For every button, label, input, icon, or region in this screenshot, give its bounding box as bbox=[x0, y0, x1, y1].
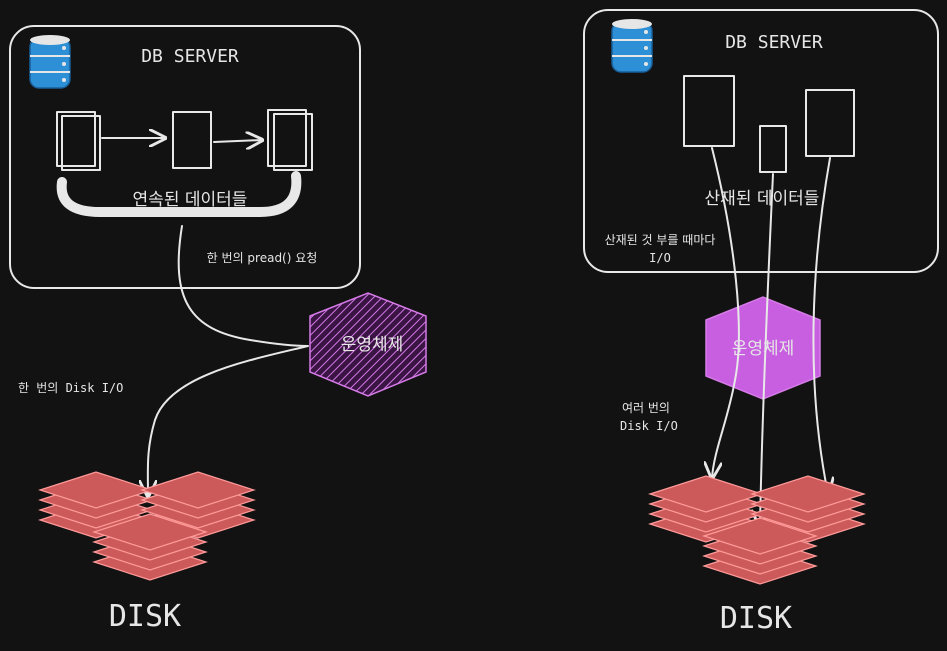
right-request-label-line2: I/O bbox=[649, 251, 671, 265]
left-request-label: 한 번의 pread() 요청 bbox=[207, 251, 318, 265]
left-request-path bbox=[148, 225, 309, 496]
left-disk-icon bbox=[38, 471, 256, 581]
right-io-arrow-3 bbox=[812, 157, 830, 494]
left-data-block-2 bbox=[172, 111, 212, 169]
left-data-block-3 bbox=[267, 109, 313, 171]
right-io-arrow-2 bbox=[760, 173, 774, 526]
left-arrow-2 bbox=[213, 140, 262, 142]
right-data-block-2 bbox=[759, 125, 787, 173]
right-io-label-line1: 여러 번의 bbox=[622, 401, 670, 415]
right-data-block-3 bbox=[805, 89, 855, 157]
right-os-label: 운영체제 bbox=[732, 339, 795, 359]
left-data-label: 연속된 데이터들 bbox=[133, 190, 248, 210]
right-request-label-line1: 산재된 것 부를 때마다 bbox=[605, 233, 716, 247]
database-icon bbox=[29, 35, 71, 89]
right-data-label: 산재된 데이터들 bbox=[705, 189, 820, 209]
left-os-label: 운영체제 bbox=[341, 335, 404, 355]
left-server-label: DB SERVER bbox=[141, 46, 239, 67]
right-disk-icon bbox=[648, 475, 866, 585]
left-data-bracket bbox=[56, 171, 302, 217]
left-io-label: 한 번의 Disk I/O bbox=[18, 381, 123, 395]
right-io-label-line2: Disk I/O bbox=[620, 419, 678, 433]
right-db-server-box bbox=[583, 9, 939, 273]
left-data-block-1 bbox=[56, 111, 101, 171]
right-os-hexagon bbox=[705, 296, 821, 400]
left-disk-label: DISK bbox=[109, 599, 181, 634]
left-panel: DB SERVER 연속된 데이터들 한 번의 pread() 요청 운영체제 … bbox=[9, 25, 427, 634]
left-db-server-box bbox=[9, 25, 361, 289]
right-io-arrow-1 bbox=[712, 147, 740, 478]
right-disk-label: DISK bbox=[720, 601, 792, 636]
database-icon bbox=[611, 19, 653, 73]
right-data-block-1 bbox=[683, 75, 735, 147]
right-server-label: DB SERVER bbox=[725, 32, 823, 53]
right-panel: DB SERVER 산재된 데이터들 산재된 것 부를 때마다 I/O 운영체제… bbox=[583, 9, 939, 636]
left-os-hexagon bbox=[309, 292, 427, 397]
